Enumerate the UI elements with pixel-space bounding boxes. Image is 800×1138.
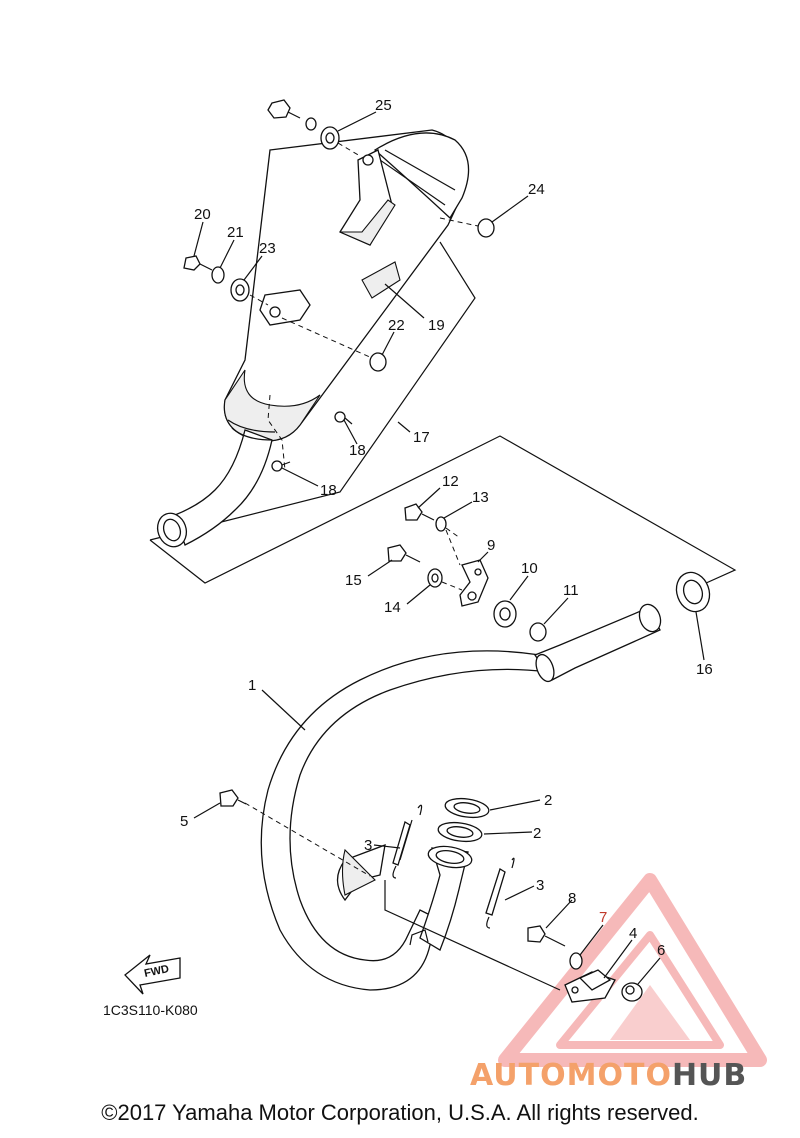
label-19: 19 <box>428 317 445 334</box>
label-2b: 2 <box>533 825 541 842</box>
label-16: 16 <box>696 661 713 678</box>
muffler-assembly <box>149 99 495 548</box>
label-5: 5 <box>180 813 188 830</box>
label-18-lower: 18 <box>320 482 337 499</box>
watermark-logo <box>498 873 767 1067</box>
label-13: 13 <box>472 489 489 506</box>
exhaust-pipe-1 <box>244 603 662 991</box>
label-24: 24 <box>528 181 545 198</box>
bracket-assembly <box>149 435 737 642</box>
watermark-text: AUTOMOTOHUB <box>470 1058 747 1093</box>
fwd-label: FWD <box>143 963 170 980</box>
label-3a: 3 <box>364 837 372 854</box>
collar-22 <box>281 317 387 372</box>
diagram-code: 1C3S110-K080 <box>103 1002 198 1018</box>
label-23: 23 <box>259 240 276 257</box>
label-21: 21 <box>227 224 244 241</box>
label-14: 14 <box>384 599 401 616</box>
label-1: 1 <box>248 677 256 694</box>
watermark-text-part1: AUTOMOTO <box>470 1058 672 1093</box>
bracket-4-fasteners <box>527 925 643 1003</box>
copyright-notice: ©2017 Yamaha Motor Corporation, U.S.A. A… <box>101 1100 699 1125</box>
watermark-text-part2: HUB <box>672 1058 747 1093</box>
part-labels: 25 24 20 21 23 19 22 18 17 18 12 13 9 15… <box>180 97 713 894</box>
label-9: 9 <box>487 537 495 554</box>
label-15: 15 <box>345 572 362 589</box>
bolt-25-set <box>267 99 361 157</box>
bolt-20-washer-21-grommet-23 <box>183 255 269 306</box>
screw-18-lower <box>271 460 291 472</box>
label-22: 22 <box>388 317 405 334</box>
label-11: 11 <box>563 582 579 599</box>
screw-18-upper <box>334 411 353 425</box>
label-20: 20 <box>194 206 211 223</box>
fwd-arrow-icon: FWD <box>124 954 181 995</box>
gaskets-2 <box>437 797 490 843</box>
label-18-upper: 18 <box>349 442 366 459</box>
label-3b: 3 <box>536 877 544 894</box>
springs-3 <box>392 804 515 929</box>
label-2a: 2 <box>544 792 552 809</box>
label-25: 25 <box>375 97 392 114</box>
leader-lines <box>193 111 705 985</box>
label-17: 17 <box>413 429 430 446</box>
label-10: 10 <box>521 560 538 577</box>
collar-24 <box>439 217 495 238</box>
label-12: 12 <box>442 473 459 490</box>
bolt-5 <box>219 789 247 807</box>
